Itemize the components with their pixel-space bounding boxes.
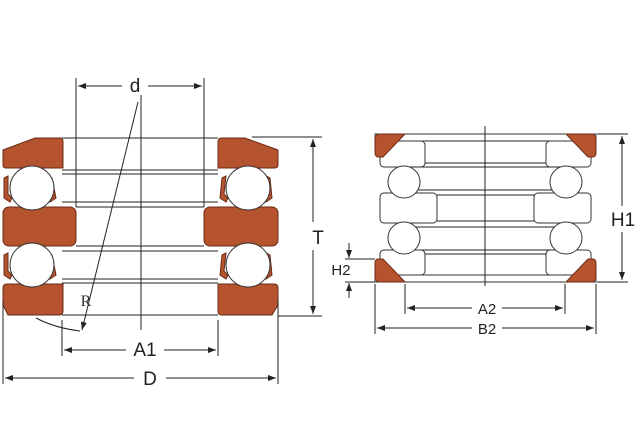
center-washer-left bbox=[2, 206, 77, 247]
label-d: d bbox=[130, 76, 141, 97]
ball bbox=[549, 165, 583, 199]
corner-race bbox=[564, 133, 597, 158]
ball bbox=[549, 221, 583, 255]
label-H1: H1 bbox=[611, 210, 635, 231]
label-A2: A2 bbox=[478, 301, 496, 318]
ball bbox=[9, 242, 55, 288]
label-R: R bbox=[81, 293, 92, 310]
top-washer-right bbox=[217, 137, 279, 169]
label-A1: A1 bbox=[133, 340, 156, 361]
left-view: d R T A1 D bbox=[2, 76, 324, 390]
label-T: T bbox=[312, 228, 324, 249]
corner-race bbox=[564, 258, 597, 283]
label-B2: B2 bbox=[478, 321, 496, 338]
ball bbox=[225, 165, 271, 211]
bottom-washer-left bbox=[2, 283, 64, 316]
corner-race bbox=[374, 133, 407, 158]
top-washer-left bbox=[2, 137, 64, 169]
washer-lines bbox=[62, 137, 218, 316]
label-D: D bbox=[143, 369, 157, 390]
label-H2: H2 bbox=[331, 262, 350, 279]
ball bbox=[387, 165, 421, 199]
ball bbox=[225, 242, 271, 288]
bottom-washer-right bbox=[217, 283, 279, 316]
ball bbox=[9, 165, 55, 211]
ball bbox=[387, 221, 421, 255]
center-washer-right bbox=[203, 206, 279, 247]
corner-race bbox=[374, 258, 407, 283]
right-view: H1 H2 A2 B2 bbox=[331, 126, 635, 338]
